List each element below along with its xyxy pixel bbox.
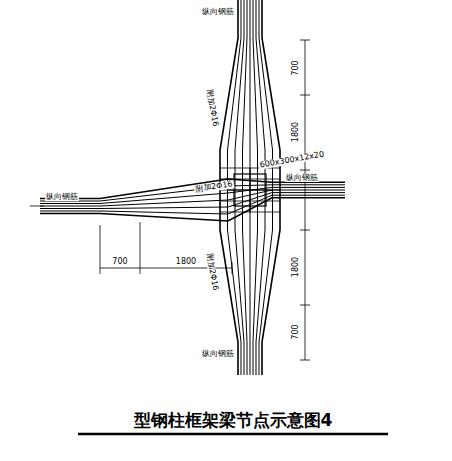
rebar-note: 附加2Φ16 (194, 180, 234, 193)
rebar-line (250, 0, 251, 375)
rebar-label: 纵向钢筋 (201, 8, 235, 16)
dimension-text: 1800 (175, 258, 197, 266)
rebar-note: 附加2Φ16 (205, 252, 220, 292)
section-size: 600x300x12x20 (258, 150, 325, 170)
rebar-line (256, 0, 265, 375)
rebar-line (253, 0, 258, 375)
dimension-text: 700 (292, 323, 300, 340)
rebar-label: 纵向钢筋 (285, 174, 319, 182)
dimension-lines (30, 40, 310, 360)
rebar-line (243, 0, 248, 375)
dimension-text: 1800 (292, 121, 300, 143)
drawing-title: 型钢柱框架梁节点示意图4 (134, 409, 333, 432)
rebar-note: 附加2Φ16 (205, 88, 220, 128)
title-underline (78, 433, 388, 436)
rebar-label: 纵向钢筋 (201, 350, 235, 358)
rebar-label: 纵向钢筋 (45, 193, 79, 201)
rebar-line (40, 198, 345, 221)
dimension-text: 700 (292, 59, 300, 76)
dimension-text: 700 (111, 258, 128, 266)
rebar-line (220, 190, 280, 191)
dimension-text: 1800 (292, 256, 300, 278)
